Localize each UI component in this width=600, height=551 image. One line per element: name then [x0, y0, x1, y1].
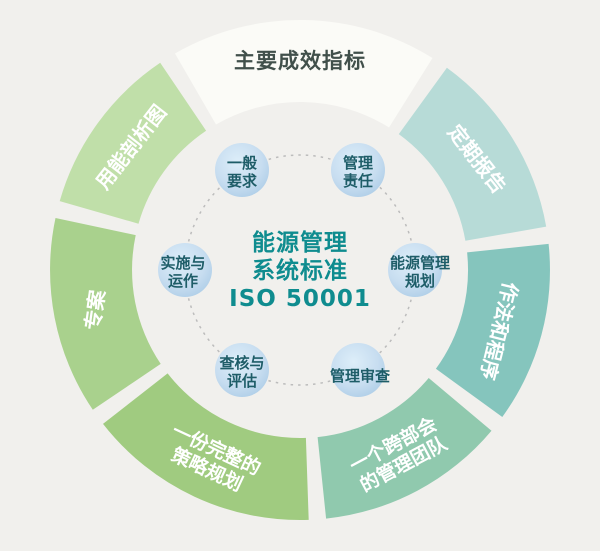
node-label-management-responsibility-line2: 责任 [343, 172, 373, 190]
ring-label-left: 专案 [80, 288, 109, 332]
ring-segment-lower-left [103, 373, 309, 521]
center-title-line2: 系统标准 [252, 257, 348, 284]
node-label-energy-planning-line1: 能源管理 [390, 254, 450, 272]
node-circle-general-requirements [215, 143, 269, 197]
node-label-checking-evaluation-line1: 查核与 [219, 354, 264, 372]
node-circle-management-responsibility [331, 143, 385, 197]
ring-segment-left [50, 218, 161, 410]
node-circle-energy-planning [388, 243, 442, 297]
node-circle-implementation-operation [158, 243, 212, 297]
ring-segment-top [175, 20, 433, 128]
ring-label-top: 主要成效指标 [234, 49, 366, 73]
center-title-line3: ISO 50001 [229, 286, 371, 312]
node-circle-checking-evaluation [215, 343, 269, 397]
node-label-energy-planning-line2: 规划 [405, 272, 435, 290]
ring-segment-upper-left [59, 62, 207, 224]
node-circle-management-review [331, 343, 385, 397]
node-label-checking-evaluation-line2: 评估 [227, 372, 257, 390]
node-label-general-requirements-line2: 要求 [227, 172, 258, 190]
ring-segment-right [435, 243, 550, 417]
ring-segment-upper-right [398, 67, 547, 241]
center-title-line1: 能源管理 [252, 229, 348, 256]
ring-segment-lower-right [317, 378, 492, 519]
node-label-implementation-operation-line1: 实施与 [160, 254, 205, 272]
node-label-general-requirements-line1: 一般 [227, 154, 257, 172]
node-label-management-responsibility-line1: 管理 [343, 154, 373, 172]
node-label-implementation-operation-line2: 运作 [168, 272, 198, 290]
node-label-management-review: 管理审查 [330, 367, 391, 385]
